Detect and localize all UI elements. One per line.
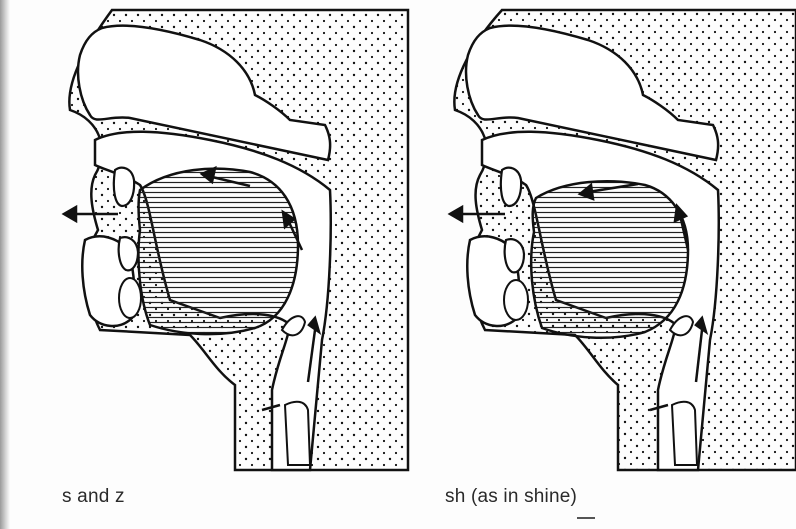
vocal-tract-diagram-sh	[430, 0, 796, 480]
trachea	[285, 402, 310, 465]
lower-tooth	[505, 239, 524, 272]
tongue	[531, 181, 688, 338]
caption-sh: sh (as in shine)	[445, 486, 577, 508]
lower-tooth	[119, 237, 138, 270]
book-binding-shadow	[0, 0, 10, 529]
sh-underline	[577, 517, 595, 519]
tongue	[138, 169, 298, 335]
jaw-bone	[119, 278, 141, 318]
vocal-tract-diagram-s-z	[40, 0, 420, 480]
jaw-bone	[504, 280, 528, 320]
upper-tooth	[501, 168, 521, 206]
upper-tooth	[114, 168, 134, 206]
caption-s-and-z: s and z	[62, 486, 125, 508]
trachea	[672, 402, 697, 465]
